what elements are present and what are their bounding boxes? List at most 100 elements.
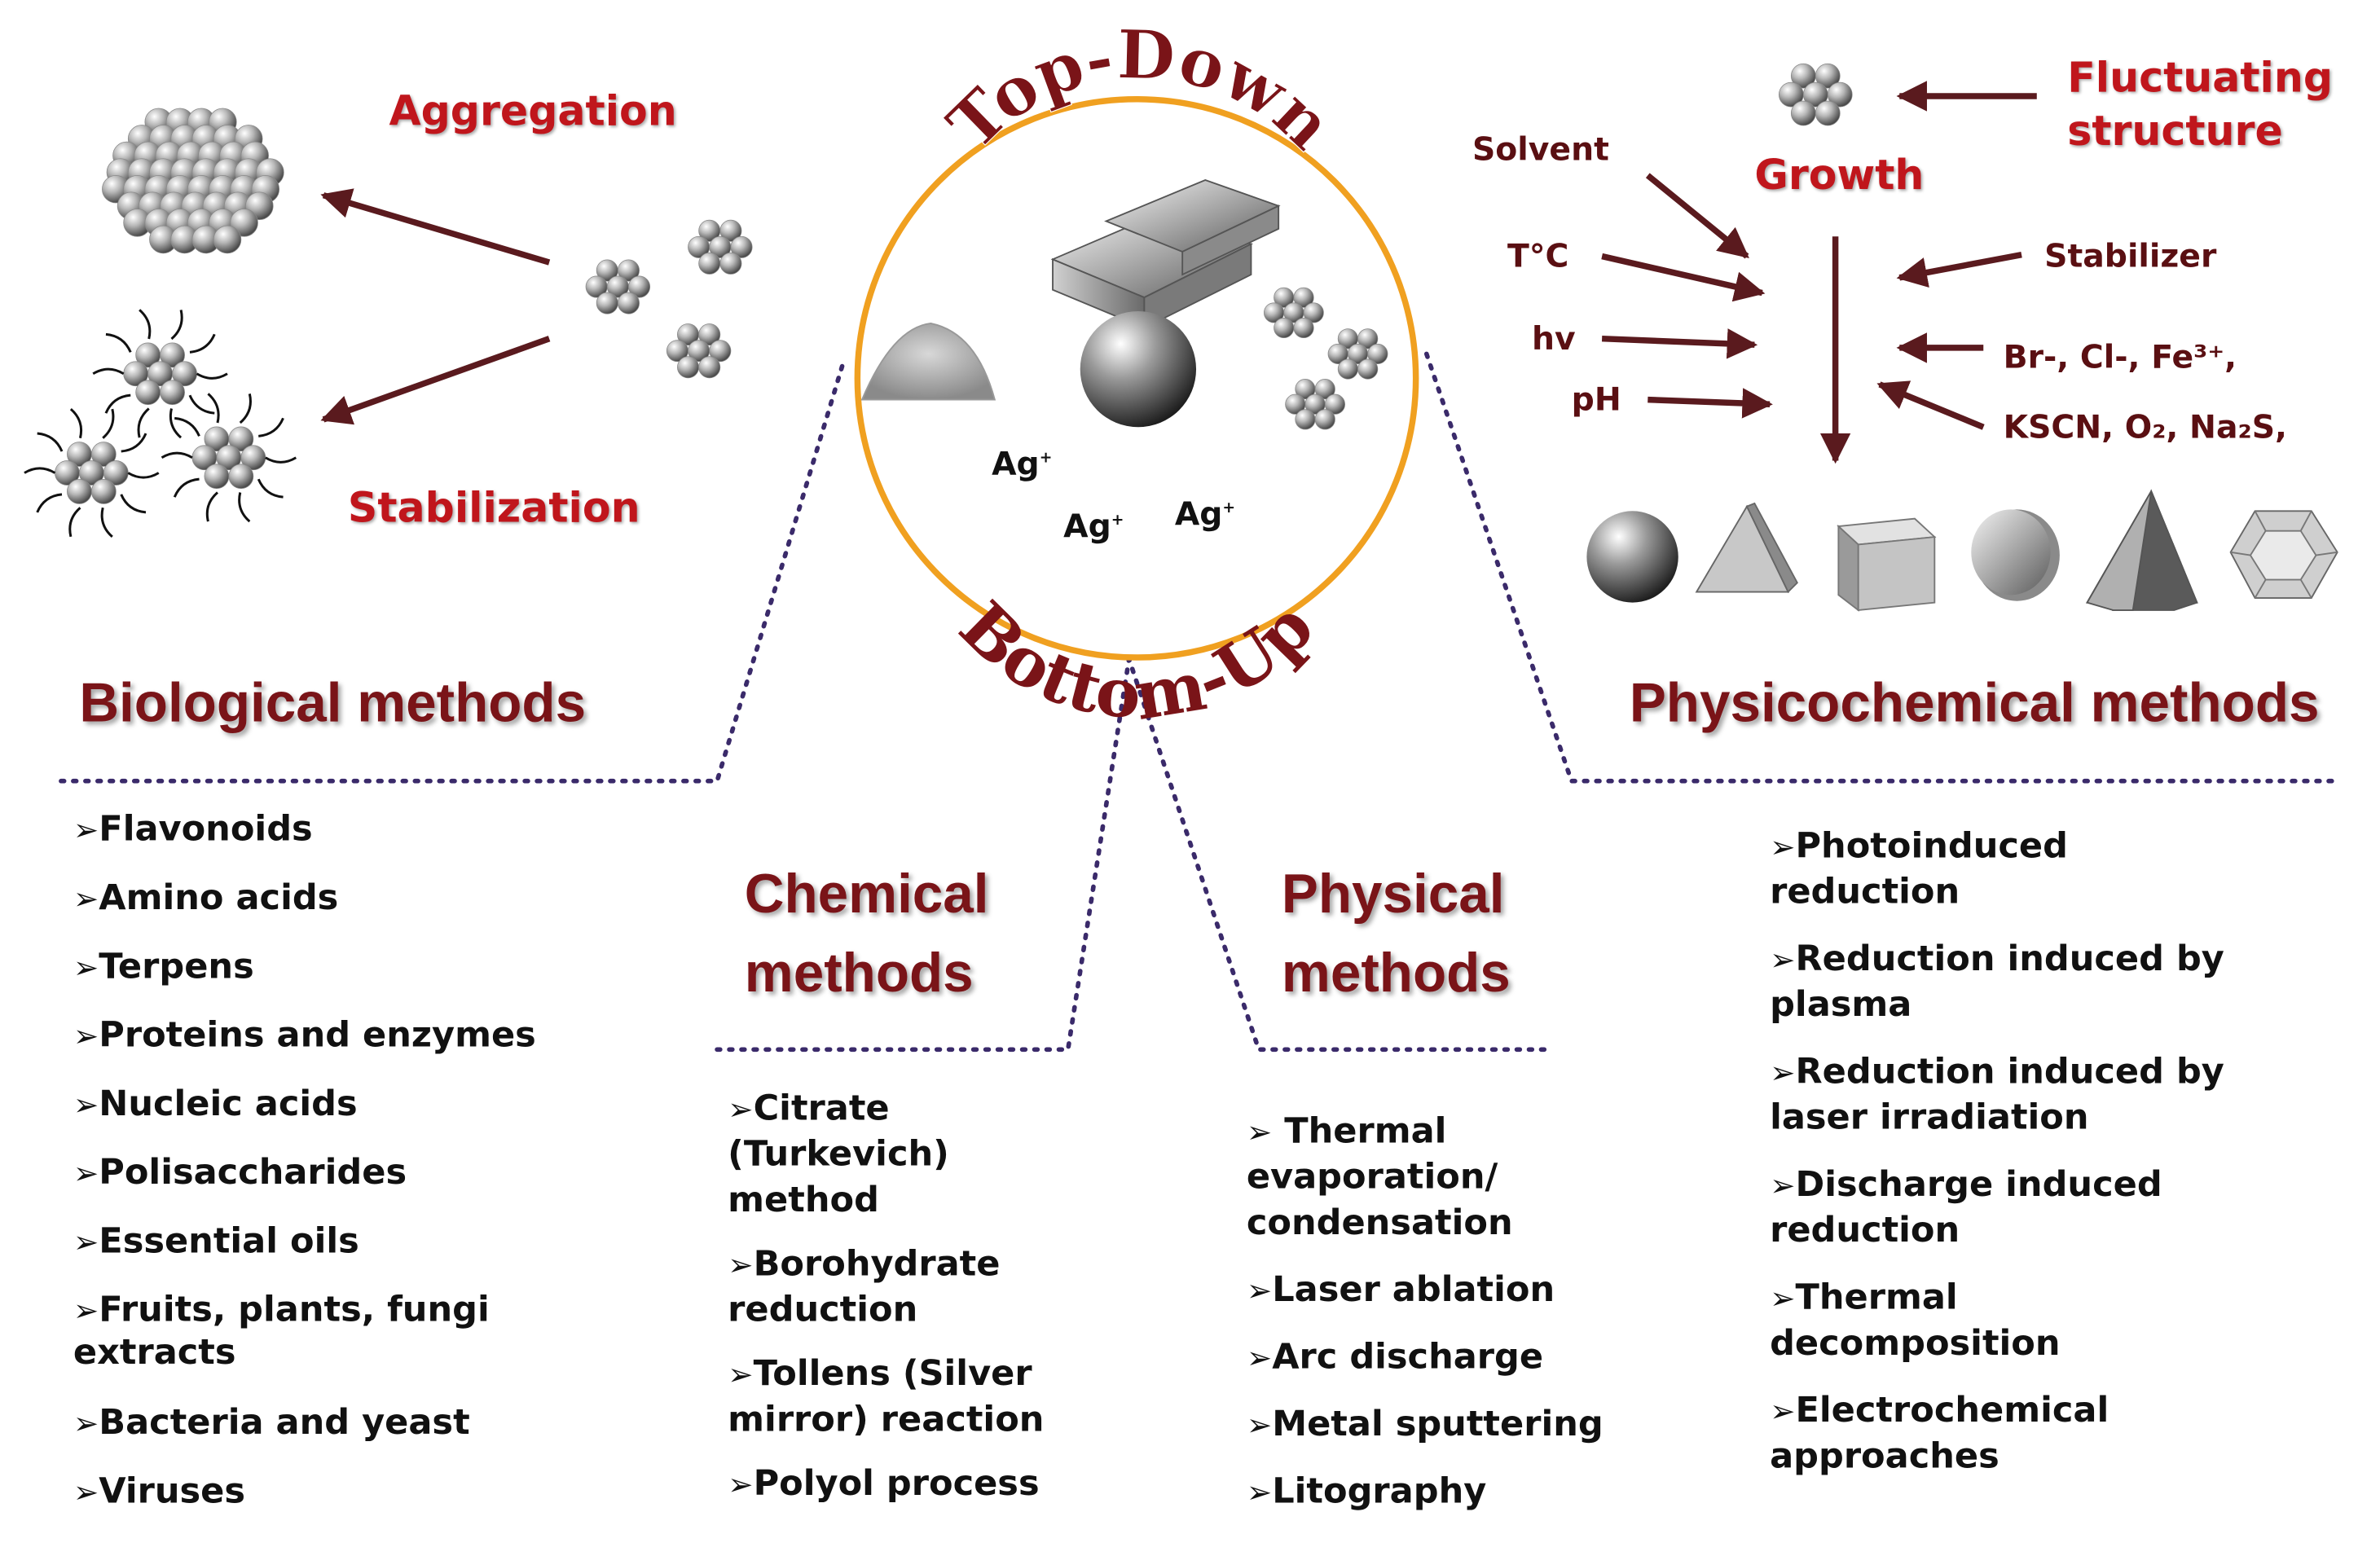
cube-shape-icon [1837,517,1937,612]
list-item: Polyol process [728,1461,1086,1507]
list-item: Terpens [73,946,577,1014]
ligand-chain [189,333,216,354]
ligand-chain [205,491,219,522]
nanoparticle-ball [1337,358,1358,380]
list-item: Fruits, plants, fungi extracts [73,1289,546,1402]
ligand-chain [265,456,297,464]
ligand-chain [139,309,152,340]
aggregation-label: Aggregation [389,88,677,136]
nanoparticle-ball [67,479,92,504]
powder-pile-icon [860,323,996,401]
physical-methods-header: Physical methods [1281,861,1511,1004]
list-item: Nucleic acids [73,1083,577,1151]
nanoparticle-ball [1293,317,1314,339]
nanoparticle-ball [1295,409,1316,430]
list-item: Thermal evaporation/ condensation [1247,1109,1552,1246]
list-item: Laser ablation [1247,1268,1643,1313]
ligand-chain [239,393,252,424]
list-item: Photoinduced reduction [1770,824,2121,915]
silver-ion-label: Ag+ [1174,495,1236,533]
nanoparticle-ball [698,356,721,379]
ligand-chain [170,310,183,341]
nanoparticle-ball [160,342,185,368]
list-item: Flavonoids [73,808,577,877]
ligand-chain [258,417,284,437]
chemical-methods-header: Chemical methods [744,861,989,1004]
ligand-chain [104,393,131,414]
ligand-chain [69,407,83,439]
list-item: Reduction induced by plasma [1770,937,2289,1028]
fluctuating-structure-label: Fluctuating structure [2067,55,2334,156]
nanoparticle-ball [90,442,117,467]
nanoparticle-ball [228,426,254,452]
nanoparticle-ball [730,235,753,258]
ligand-chain [257,478,284,499]
physical-methods-list: Thermal evaporation/ condensation Laser … [1247,1109,1643,1536]
triangle-prism-shape-icon [1695,502,1798,594]
hv-label: hv [1531,320,1576,358]
central-nanoparticle-icon [1080,310,1197,428]
nanoparticle-ball [1293,287,1314,308]
nanoparticle-ball [596,292,618,314]
nanoparticle-ball [1367,343,1388,364]
ligand-chain [36,493,63,513]
nanoparticle-ball [228,464,254,490]
stabilization-label: Stabilization [347,485,640,533]
ligand-chain [188,394,215,415]
list-item: Citrate (Turkevich) method [728,1086,1086,1224]
nanoparticle-ball [1314,379,1335,400]
nanoparticle-ball [1815,63,1841,89]
list-item: Essential oils [73,1220,577,1289]
growth-label: Growth [1754,152,1925,200]
nanoparticle-ball [719,252,742,275]
nanoparticle-ball [1324,393,1345,415]
solvent-label: Solvent [1472,131,1609,168]
list-item: Polisaccharides [73,1152,577,1220]
nanoparticle-ball [1357,328,1379,349]
list-item: Discharge induced reduction [1770,1163,2289,1254]
ligand-chain [173,477,200,498]
aggregated-cluster [102,108,284,254]
list-item: Amino acids [73,877,577,946]
pyramid-shape-icon [2085,489,2198,611]
ligand-chain [92,367,125,376]
list-item: Litography [1247,1469,1643,1514]
biological-methods-list: Flavonoids Amino acids Terpens Proteins … [73,808,577,1539]
ligand-chain [238,492,251,523]
list-item: Bacteria and yeast [73,1402,577,1470]
biological-methods-header: Biological methods [79,670,587,734]
list-item: Thermal decomposition [1770,1275,2121,1366]
nanoparticle-ball [204,464,230,490]
ligand-chain [100,507,113,538]
ligand-chain [169,408,183,439]
ligand-chain [105,332,132,353]
growth-cluster-icon [1778,63,1853,126]
nanoparticle-ball [698,323,721,346]
stabilizer-label: Stabilizer [2044,238,2217,275]
temperature-label: T°C [1507,238,1569,275]
nanoparticle-ball [677,356,699,379]
stabilized-clusters [24,309,297,538]
ligand-chain [102,408,115,439]
nanoparticle-ball [1357,358,1379,380]
list-item: Reduction induced by laser irradiation [1770,1049,2289,1141]
nanoparticle-ball [160,380,185,406]
list-item: Arc discharge [1247,1334,1643,1380]
list-item: Electrochemical approaches [1770,1388,2289,1479]
chemical-methods-list: Citrate (Turkevich) method Borohydrate r… [728,1086,1086,1525]
nanoparticle-shapes [1586,489,2338,612]
list-item: Proteins and enzymes [73,1014,577,1083]
nanoparticle-ball [1790,100,1816,126]
nanoparticle-ball [719,219,742,242]
ions-label-line2: KSCN, O₂, Na₂S, [2003,408,2287,446]
nanoparticle-clusters [585,219,753,379]
ligand-chain [37,432,64,452]
ligand-chain [120,494,147,514]
list-item: Tollens (Silver mirror) reaction [728,1352,1086,1443]
disc-shape-icon [1971,509,2060,601]
nanoparticle-ball [213,225,242,254]
physicochemical-methods-header: Physicochemical methods [1629,670,2320,734]
nanoparticle-ball [1314,409,1335,430]
